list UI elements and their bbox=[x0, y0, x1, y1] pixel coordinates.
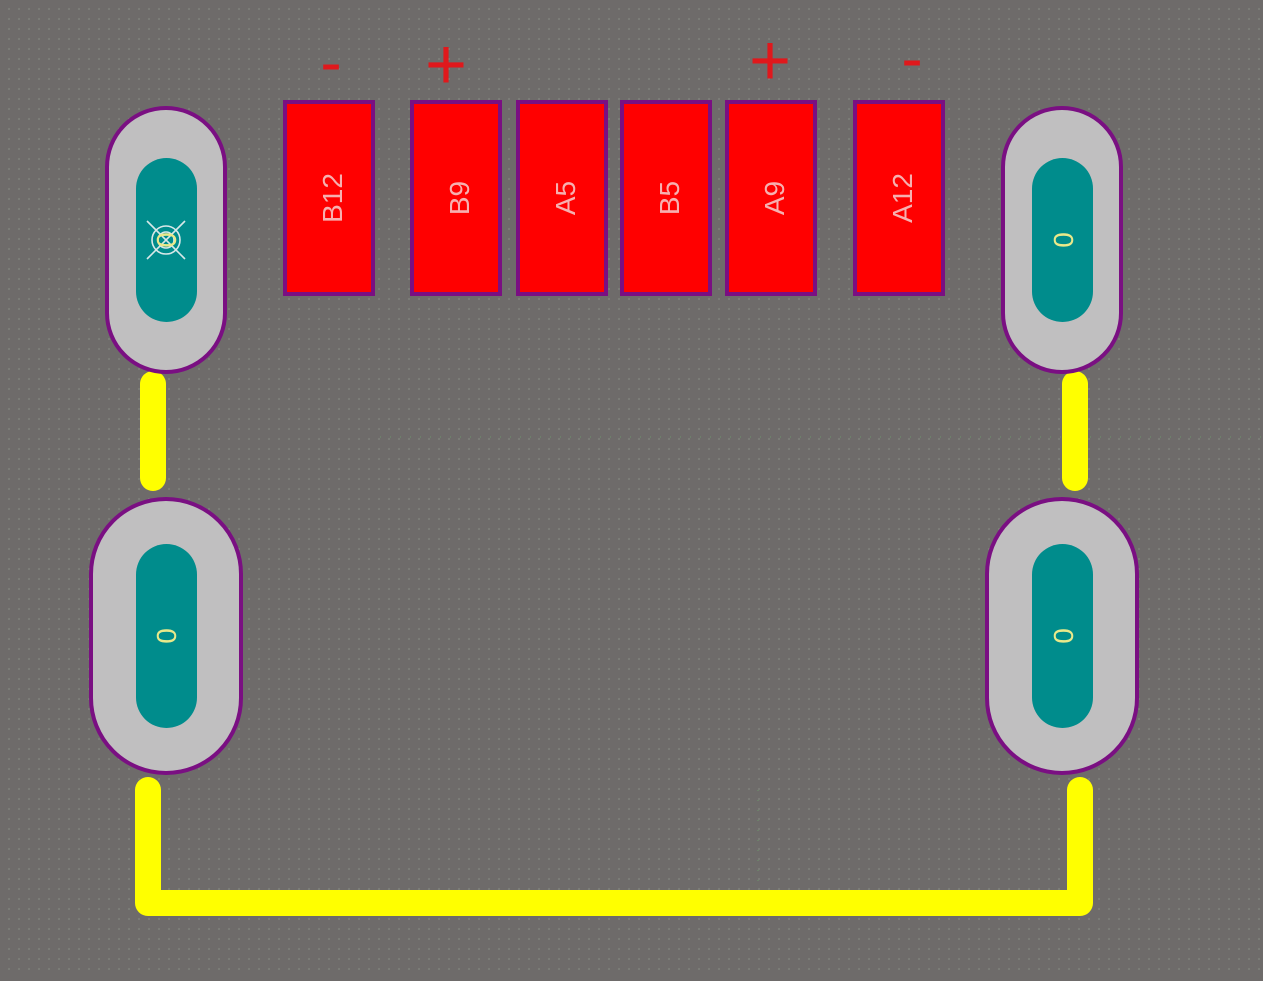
smd-pad-b9[interactable]: B9 bbox=[410, 100, 502, 296]
through-hole-pad-top-right[interactable]: 0 bbox=[1001, 106, 1123, 374]
origin-marker-icon bbox=[146, 220, 186, 260]
smd-pad-a9[interactable]: A9 bbox=[725, 100, 817, 296]
smd-pad-label: A5 bbox=[550, 181, 581, 215]
smd-pad-b12[interactable]: B12 bbox=[283, 100, 375, 296]
polarity-mark-plus-left: + bbox=[425, 25, 467, 105]
through-hole-pad-top-left[interactable]: 0 bbox=[105, 106, 227, 374]
polarity-mark-minus-left: - bbox=[320, 26, 341, 98]
trace-bottom bbox=[135, 777, 1093, 916]
through-hole-pad-label: 0 bbox=[1048, 628, 1079, 644]
through-hole-pad-label: 0 bbox=[151, 628, 182, 644]
smd-pad-label: B5 bbox=[654, 181, 685, 215]
smd-pad-label: A12 bbox=[887, 173, 918, 223]
smd-pad-b5[interactable]: B5 bbox=[620, 100, 712, 296]
smd-pad-label: B9 bbox=[444, 181, 475, 215]
polarity-mark-plus-right: + bbox=[749, 21, 791, 101]
smd-pad-label: A9 bbox=[759, 181, 790, 215]
through-hole-pad-label: 0 bbox=[1048, 232, 1079, 248]
through-hole-pad-bottom-right[interactable]: 0 bbox=[985, 497, 1139, 775]
smd-pad-a5[interactable]: A5 bbox=[516, 100, 608, 296]
polarity-mark-minus-right: - bbox=[901, 22, 922, 94]
smd-pad-label: B12 bbox=[317, 173, 348, 223]
through-hole-pad-label: 0 bbox=[151, 232, 182, 248]
through-hole-pad-bottom-left[interactable]: 0 bbox=[89, 497, 243, 775]
smd-pad-a12[interactable]: A12 bbox=[853, 100, 945, 296]
